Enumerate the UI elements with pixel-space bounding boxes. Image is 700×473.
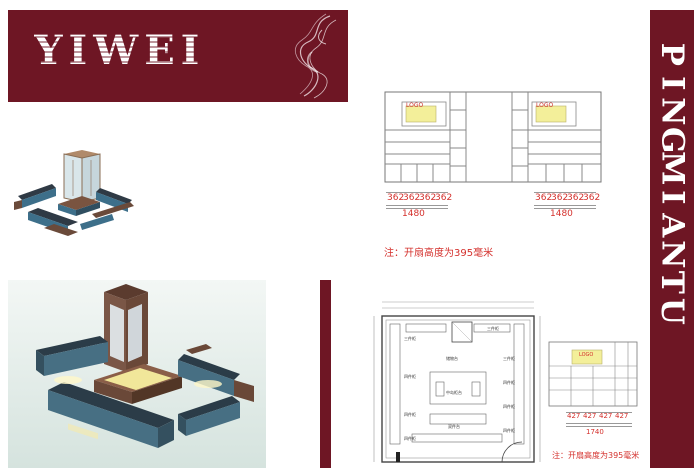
side-title-letter: A (654, 213, 691, 238)
dimension-value: 427 (615, 412, 629, 420)
dimension-value: 427 (599, 412, 613, 420)
side-title-letter: N (654, 97, 691, 126)
dimension-row-right (534, 192, 596, 206)
plan-label: 双件台 (448, 424, 460, 429)
plan-label: 四件柜 (404, 436, 416, 441)
plan-label: 储物台 (446, 356, 458, 361)
dimension-value: 362 (419, 193, 437, 203)
dimension-value: 362 (567, 193, 585, 203)
dimension-row-left (386, 192, 448, 206)
plan-label: 三件柜 (487, 326, 499, 331)
plan-label: 中岛柜台 (446, 390, 462, 395)
plan-label: 四件柜 (503, 380, 515, 385)
opening-height-note: 注：开扇高度为395毫米 (384, 248, 494, 259)
dimension-line-left (386, 208, 448, 218)
small-3d-rendering (14, 150, 134, 236)
dimension-value: 362 (551, 193, 569, 203)
side-title-letter: N (654, 239, 691, 268)
side-title-letter: P (654, 42, 691, 66)
side-title-letter: U (654, 297, 691, 325)
side-title-letter: I (654, 189, 691, 205)
dimension-value: 362 (583, 193, 601, 203)
side-title-letter: G (654, 126, 691, 153)
floor-plan-drawing (373, 301, 541, 463)
small-opening-height-note: 注：开扇高度为395毫米 (552, 451, 640, 460)
small-dimension-row (566, 412, 632, 424)
brand-title: YIWEI (34, 26, 274, 76)
divider-bar (320, 280, 331, 468)
dimension-line-right (534, 208, 596, 218)
small-dimension-line (566, 426, 632, 436)
large-3d-rendering (8, 280, 266, 468)
logo-label-right: LOGO (536, 102, 554, 109)
logo-label-left: LOGO (406, 102, 424, 109)
dimension-total: 1480 (402, 209, 425, 219)
plan-label: 四件柜 (404, 374, 416, 379)
plan-label: 四件柜 (404, 412, 416, 417)
dimension-value: 427 (567, 412, 581, 420)
dimension-value: 362 (435, 193, 453, 203)
plan-label: 三件柜 (503, 356, 515, 361)
side-title: P I N G M I A N T U (650, 40, 694, 460)
side-title-letter: M (654, 151, 691, 186)
title-banner (8, 10, 348, 102)
side-title-letter: I (654, 75, 691, 91)
dimension-total: 1740 (586, 428, 604, 436)
side-title-letter: T (654, 270, 691, 294)
dimension-value: 362 (403, 193, 421, 203)
dimension-value: 362 (387, 193, 405, 203)
side-title-bar (650, 10, 694, 468)
plan-label: 四件柜 (503, 404, 515, 409)
plan-label: 四件柜 (503, 428, 515, 433)
elevation-drawing (384, 91, 602, 183)
smoke-swirl-icon (294, 13, 337, 99)
small-elevation-drawing (548, 341, 638, 407)
logo-label-small: LOGO (579, 352, 594, 358)
dimension-value: 427 (583, 412, 597, 420)
plan-label: 三件柜 (404, 336, 416, 341)
dimension-total: 1480 (550, 209, 573, 219)
dimension-value: 362 (535, 193, 553, 203)
